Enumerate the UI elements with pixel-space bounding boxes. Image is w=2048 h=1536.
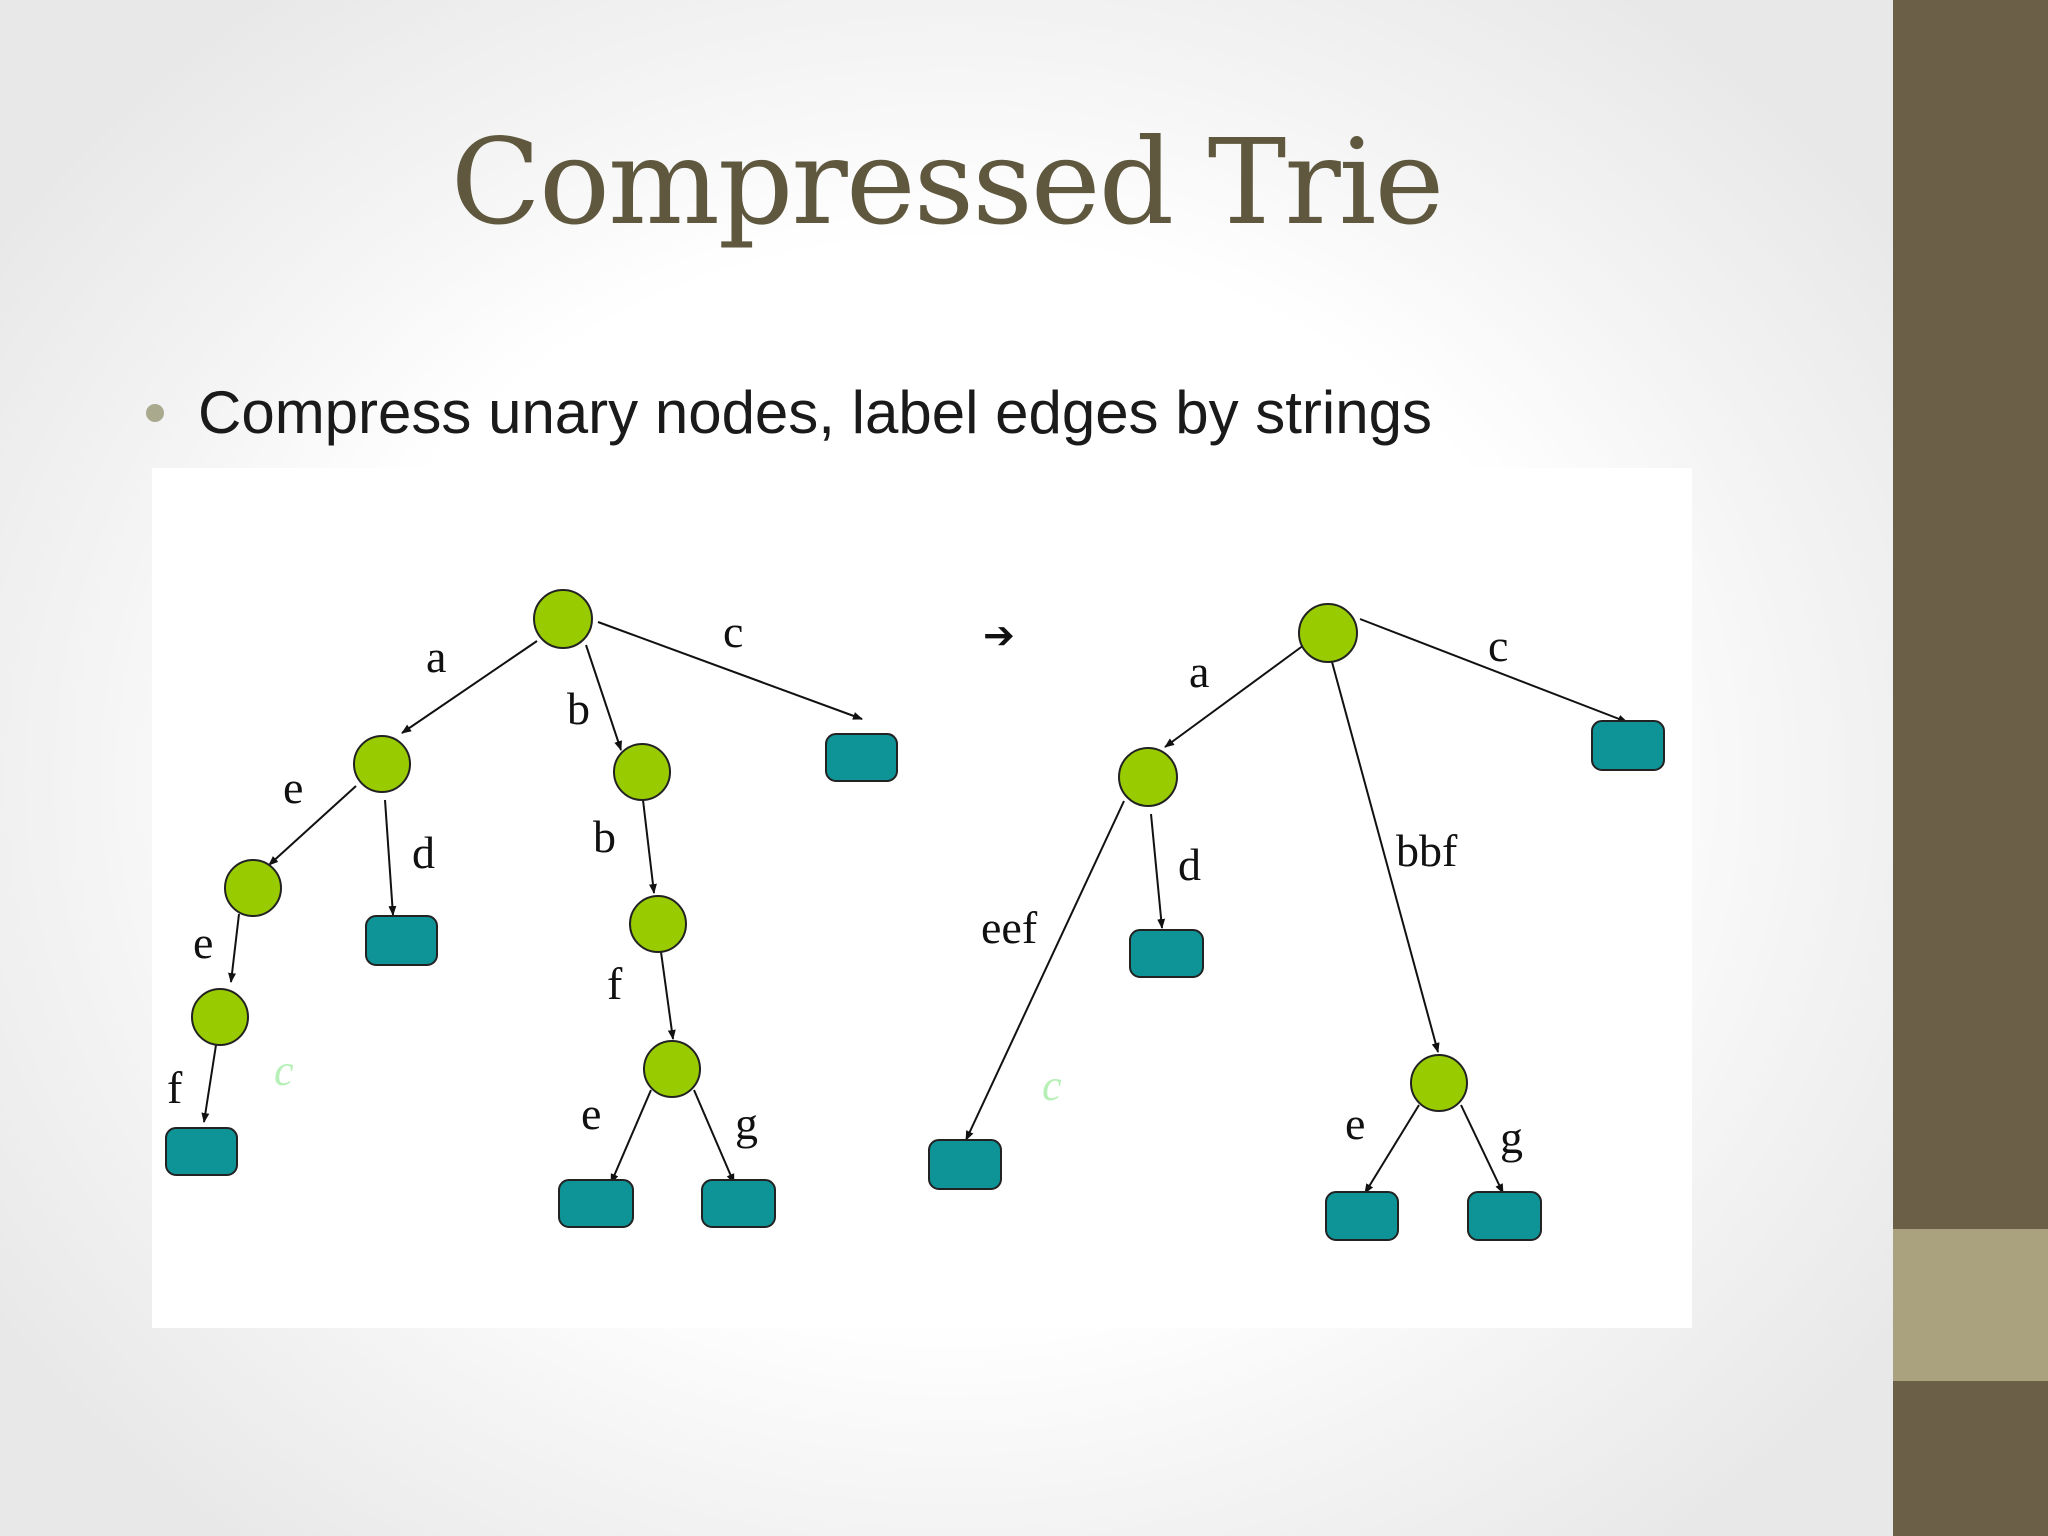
trie-leaf — [825, 733, 898, 782]
edge-label: e — [1345, 1098, 1365, 1149]
trie-leaf — [928, 1139, 1002, 1190]
trie-leaf — [1129, 929, 1204, 978]
edge-label: g — [1500, 1112, 1523, 1163]
edge-label: a — [1189, 646, 1209, 697]
trie-leaf — [165, 1127, 238, 1176]
edge-label: d — [412, 827, 435, 878]
edge-label: f — [167, 1062, 183, 1113]
edge — [1359, 618, 1628, 723]
edge-label: f — [607, 958, 623, 1009]
edge — [660, 951, 676, 1040]
transform-arrow-icon: ➔ — [983, 613, 1015, 657]
trie-node — [1410, 1054, 1468, 1112]
edge — [597, 621, 863, 720]
trie-node — [643, 1040, 701, 1098]
diagram-panel — [152, 468, 1692, 1328]
slide-title: Compressed Trie — [450, 113, 1445, 251]
edge-label: e — [581, 1088, 601, 1139]
trie-node — [613, 743, 671, 801]
trie-node — [533, 589, 593, 649]
edge-label: eef — [981, 902, 1038, 953]
edge — [642, 799, 657, 894]
edge — [1150, 813, 1166, 929]
trie-leaf — [558, 1179, 634, 1228]
trie-node — [353, 735, 411, 793]
edge-label: e — [283, 762, 303, 813]
trie-node — [1298, 603, 1358, 663]
trie-leaf — [701, 1179, 776, 1228]
edge — [1460, 1104, 1504, 1194]
edge-label: d — [1178, 839, 1201, 890]
edge-label: g — [735, 1098, 758, 1149]
edge-label: c — [1488, 620, 1508, 671]
trie-leaf — [1591, 720, 1665, 771]
edge — [693, 1089, 735, 1184]
edge — [610, 1089, 652, 1184]
ghost-label: c — [1042, 1061, 1062, 1110]
edge — [1164, 644, 1305, 748]
edge-label: a — [426, 631, 446, 682]
trie-node — [629, 895, 687, 953]
right-trie: a c d eef bbf e g c — [928, 603, 1665, 1241]
edge-label: b — [567, 683, 590, 734]
trie-leaf — [1325, 1191, 1399, 1241]
edge — [585, 644, 622, 751]
edge — [384, 799, 397, 916]
bullet-text: Compress unary nodes, label edges by str… — [198, 379, 1432, 446]
left-trie: a b c e d e f b f e g c — [165, 589, 898, 1228]
bullet-dot-icon — [146, 403, 164, 422]
trie-node — [191, 988, 249, 1046]
trie-leaf — [1467, 1191, 1542, 1241]
bullet-item: Compress unary nodes, label edges by str… — [146, 378, 1432, 447]
edge — [1331, 661, 1440, 1053]
edge-label: b — [593, 811, 616, 862]
sidebar-accent-band — [1893, 1229, 2048, 1381]
edge — [965, 800, 1125, 1141]
edge — [268, 785, 357, 866]
edge-label: e — [193, 917, 213, 968]
edge-label: bbf — [1396, 825, 1458, 876]
ghost-label: c — [274, 1046, 294, 1095]
trie-leaf — [365, 915, 438, 966]
trie-node — [224, 859, 282, 917]
edge — [201, 1044, 217, 1123]
edge-label: c — [723, 606, 743, 657]
trie-node — [1118, 747, 1178, 807]
edge — [1364, 1104, 1420, 1194]
edge — [401, 640, 538, 734]
edge — [228, 913, 240, 983]
